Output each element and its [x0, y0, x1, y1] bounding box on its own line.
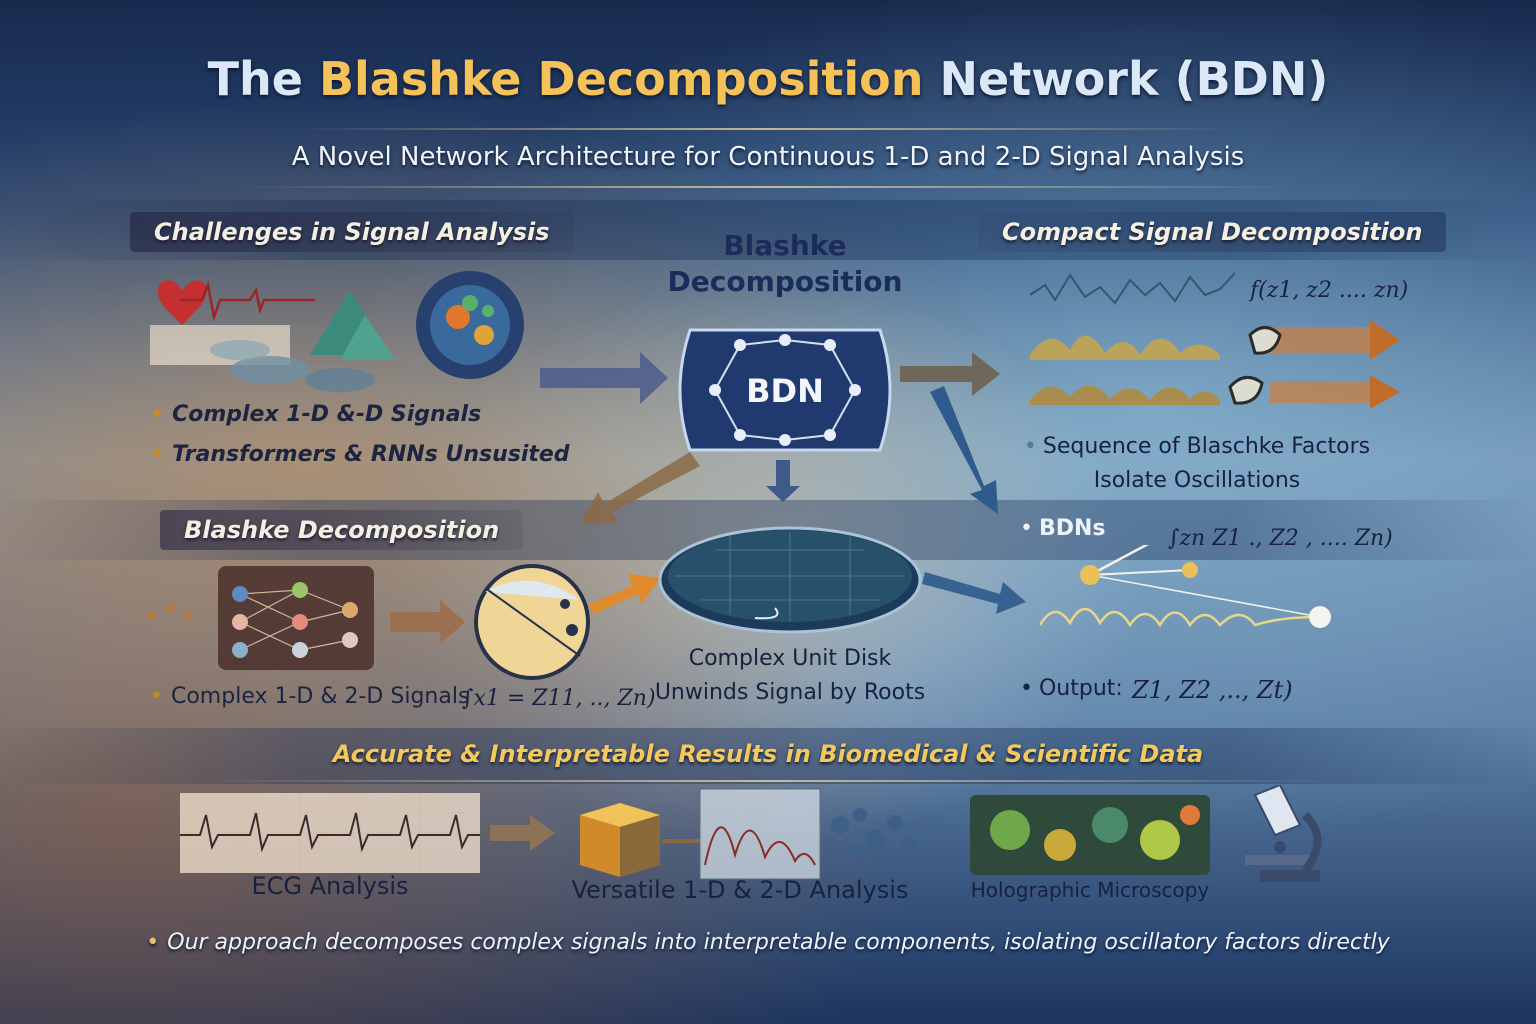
subtitle-divider — [240, 186, 1296, 188]
bdn-label: BDN — [746, 372, 824, 410]
virus-icon — [416, 271, 524, 379]
decomposition-arrow — [390, 600, 465, 644]
disk-caption-2: Unwinds Signal by Roots — [654, 680, 926, 705]
page-subtitle: A Novel Network Architecture for Continu… — [291, 142, 1245, 172]
heart-icon — [157, 280, 207, 325]
input-dots — [147, 603, 193, 620]
decomposition-formula: ∫x1 = Z11, .., Zn) — [462, 686, 656, 711]
page-title: The Blashke Decomposition Network (BDN) — [207, 52, 1329, 106]
bdn-network-node: BDN — [678, 328, 892, 452]
microscope-icon — [1245, 785, 1322, 882]
arrow-bdn-to-compact — [900, 352, 1000, 396]
compact-caption-1: •Sequence of Blaschke Factors — [1023, 434, 1371, 459]
decomposition-bullet: •Complex 1-D & 2-D Signals — [150, 684, 470, 709]
title-highlight: Blashke Decomposition — [318, 52, 924, 106]
output-label: •Output: — [1020, 676, 1123, 701]
result-item-holographic: Holographic Microscopy — [970, 878, 1210, 902]
challenges-bullet-2: •Transformers & RNNs Unsusited — [150, 442, 570, 467]
decomposition-illustration — [147, 564, 590, 680]
ecg-chart — [180, 793, 480, 873]
output-formula: Z1, Z2 ,.., Zt) — [1132, 676, 1293, 704]
network-panel — [218, 566, 374, 670]
results-arrow — [490, 815, 555, 851]
blaschke-factor-icon-1 — [1248, 326, 1282, 355]
challenges-heading: Challenges in Signal Analysis — [130, 212, 574, 252]
arrow-disk-to-bdns — [922, 572, 1026, 614]
arrow-bdn-to-bdns — [930, 386, 998, 514]
particles — [831, 808, 919, 856]
compact-caption-2: Isolate Oscillations — [1093, 468, 1301, 493]
challenges-bullet-1: •Complex 1-D &-D Signals — [150, 402, 482, 427]
holographic-image — [970, 795, 1210, 875]
bdns-output-wave — [1040, 545, 1331, 628]
analysis-plot — [699, 788, 821, 880]
microscopy-cells — [210, 290, 395, 392]
bottom-band — [0, 728, 1536, 784]
arrow-bdn-to-disk — [766, 460, 800, 502]
cube-icon — [580, 803, 660, 877]
footer-note: •Our approach decomposes complex signals… — [146, 930, 1390, 955]
compact-heading: Compact Signal Decomposition — [978, 212, 1447, 252]
decomposition-heading: Blashke Decomposition — [160, 510, 524, 550]
arrow-challenges-to-bdn — [540, 352, 668, 404]
compact-formula: f(z1, z2 .... zn) — [1250, 278, 1409, 303]
arrow-bdn-to-decomposition — [580, 452, 700, 524]
results-divider — [200, 780, 1336, 782]
results-heading: Accurate & Interpretable Results in Biom… — [332, 740, 1204, 768]
center-title: Blashke Decomposition — [667, 229, 903, 299]
signal-waves-illustration — [1030, 272, 1400, 409]
title-divider — [300, 128, 1236, 130]
challenges-illustration — [150, 271, 524, 392]
signal-wave-2 — [1030, 335, 1220, 360]
result-item-ecg: ECG Analysis — [251, 872, 409, 900]
results-illustration — [180, 785, 1322, 882]
signal-wave-1 — [1030, 272, 1236, 305]
disk-caption-1: Complex Unit Disk — [688, 646, 892, 671]
signal-wave-3 — [1030, 385, 1220, 405]
complex-unit-disk — [658, 526, 922, 634]
result-item-versatile: Versatile 1-D & 2-D Analysis — [571, 876, 909, 904]
arrow-decomposition-to-disk — [588, 574, 660, 614]
bdns-formula: ∫zn Z1 ., Z2 , .... Zn) — [1168, 526, 1393, 551]
blaschke-factor-icon-2 — [1228, 375, 1264, 405]
bdns-label: •BDNs — [1020, 516, 1106, 541]
blaschke-disk-icon — [474, 564, 590, 680]
